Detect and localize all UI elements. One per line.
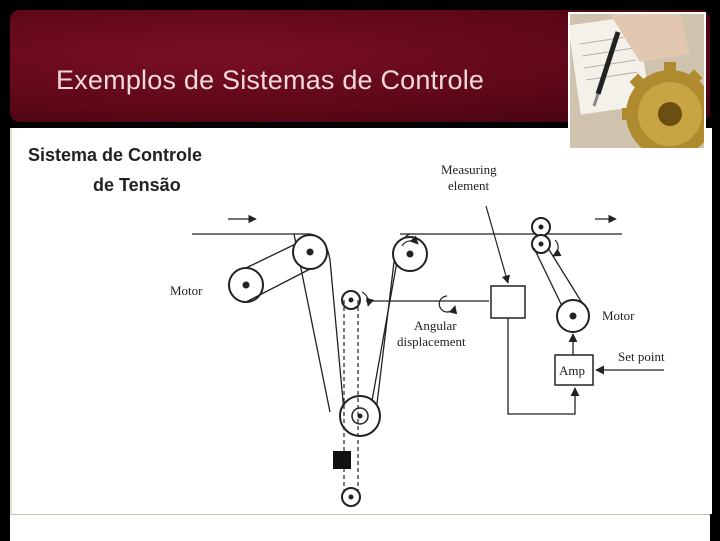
dancer-arm-pivot bbox=[342, 291, 368, 309]
measuring-pointer bbox=[486, 206, 508, 283]
label-displacement: displacement bbox=[397, 334, 466, 349]
label-angular: Angular bbox=[414, 318, 457, 333]
label-set-point: Set point bbox=[618, 349, 665, 364]
right-motor bbox=[534, 248, 589, 332]
label-measuring: Measuring bbox=[441, 162, 497, 177]
label-amp: Amp bbox=[559, 363, 585, 378]
measuring-element-box bbox=[491, 286, 525, 318]
roll-top-left bbox=[293, 235, 327, 269]
bottom-pivot bbox=[342, 488, 360, 506]
label-motor-left: Motor bbox=[170, 283, 203, 298]
nip-rolls bbox=[532, 218, 558, 256]
label-element: element bbox=[448, 178, 490, 193]
angular-arrow bbox=[439, 296, 455, 312]
dancer-weight bbox=[333, 451, 351, 469]
dancer-roll bbox=[340, 396, 380, 436]
roll-top-right bbox=[393, 237, 427, 271]
label-motor-right: Motor bbox=[602, 308, 635, 323]
